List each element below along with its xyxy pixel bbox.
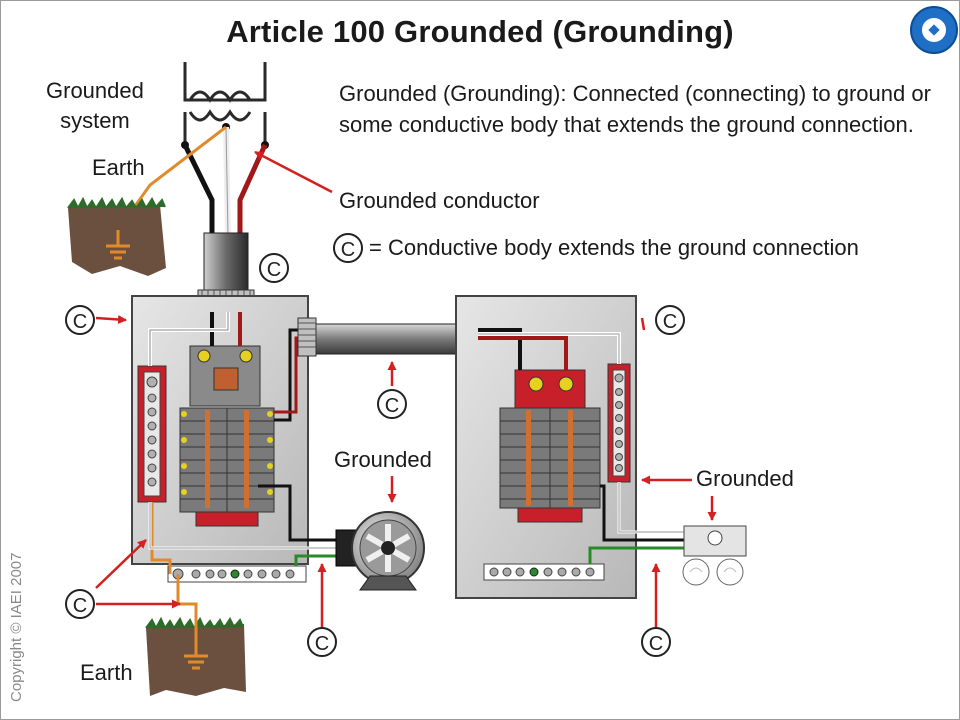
page-title: Article 100 Grounded (Grounding) xyxy=(226,14,734,49)
svg-text:C: C xyxy=(341,239,355,261)
grounded-system-label: Grounded system xyxy=(46,78,144,133)
grounded-light-label: Grounded xyxy=(696,466,794,491)
circle-c-right-panel: C xyxy=(655,305,685,335)
earth-ground-bottom xyxy=(145,574,246,696)
conductive-body-legend: = Conductive body extends the ground con… xyxy=(369,235,859,260)
grounded-conductor-label: Grounded conductor xyxy=(339,188,540,213)
left-panelboard xyxy=(131,295,340,583)
circle-c-raceway: C xyxy=(377,389,407,419)
svg-text:C: C xyxy=(385,395,399,417)
circle-c-left-panel: C xyxy=(65,305,95,335)
right-panelboard xyxy=(455,295,690,599)
conduit-between-panels xyxy=(297,317,479,357)
svg-text:C: C xyxy=(73,311,87,333)
svg-text:C: C xyxy=(73,595,87,617)
seal-center xyxy=(920,16,948,44)
svg-text:C: C xyxy=(267,259,281,281)
light-fixture xyxy=(682,525,747,586)
grounded-motor-label: Grounded xyxy=(334,447,432,472)
iaei-seal-logo xyxy=(910,6,958,54)
callout-arrows xyxy=(95,150,717,630)
circle-c-conduit: C xyxy=(259,253,289,283)
svg-text:C: C xyxy=(649,633,663,655)
earth-ground-top xyxy=(67,196,166,276)
motor xyxy=(335,511,425,591)
service-wires xyxy=(116,125,268,236)
transformer xyxy=(181,62,269,149)
circle-c-motor-egc: C xyxy=(307,627,337,657)
circle-c-symbols: C C C C C C C C xyxy=(65,233,685,657)
circle-c-earth-wire: C xyxy=(65,589,95,619)
svg-text:C: C xyxy=(663,311,677,333)
svg-text:C: C xyxy=(315,633,329,655)
circle-c-light-egc: C xyxy=(641,627,671,657)
earth-label-top: Earth xyxy=(92,155,145,180)
earth-label-bottom: Earth xyxy=(80,660,133,685)
circle-c-legend: C xyxy=(333,233,363,263)
definition-text: Grounded (Grounding): Connected (connect… xyxy=(339,81,931,137)
